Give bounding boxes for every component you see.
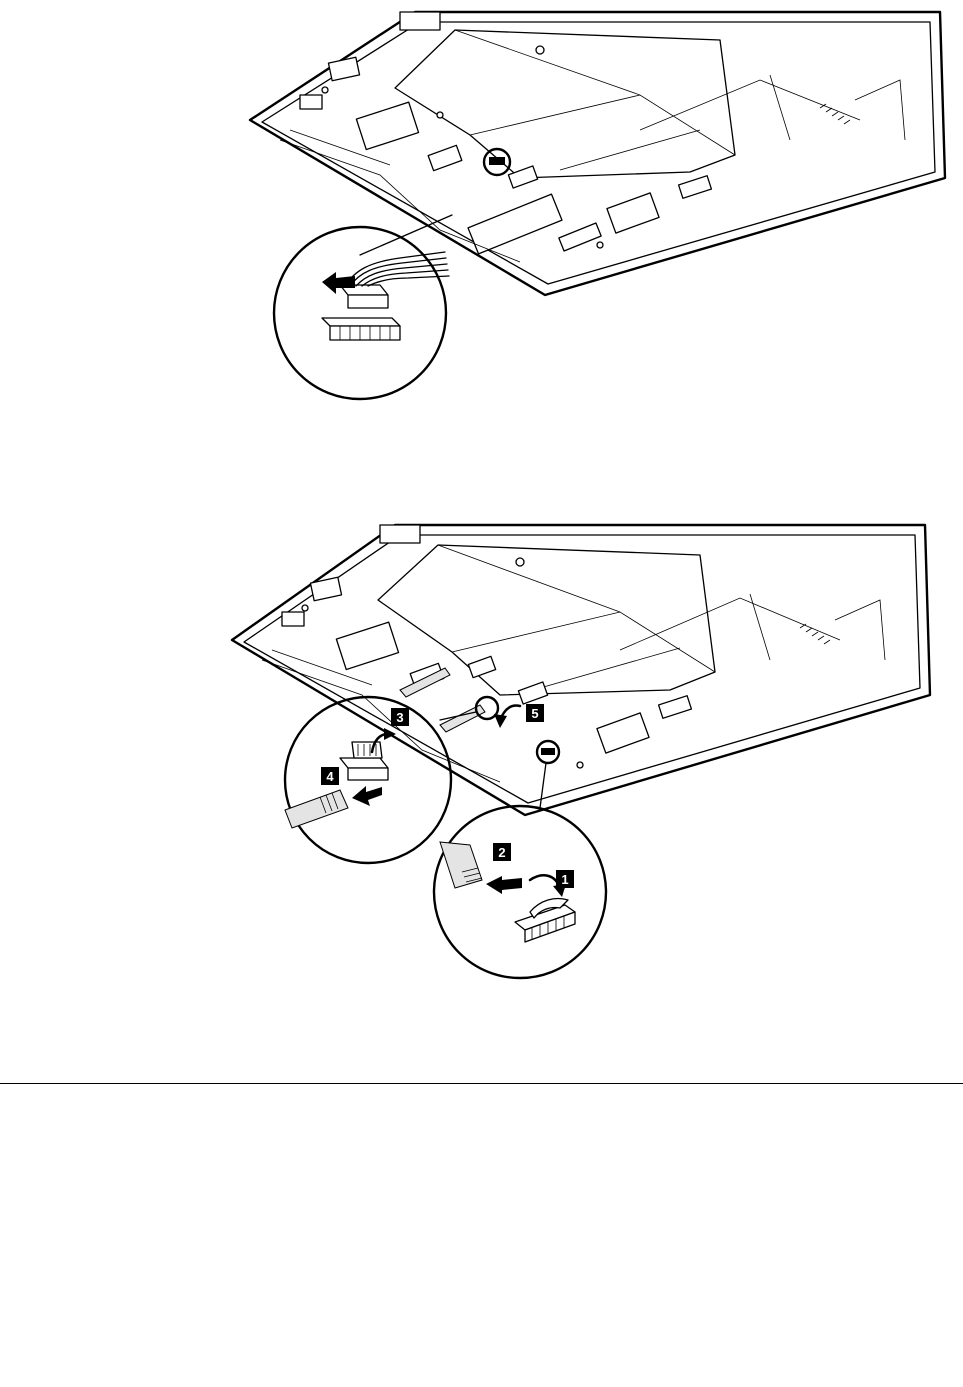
svg-text:4: 4 bbox=[326, 769, 334, 784]
svg-text:1: 1 bbox=[561, 872, 568, 887]
svg-text:3: 3 bbox=[396, 710, 403, 725]
tablet-board-illustration-1 bbox=[250, 12, 945, 295]
zoom-callout-1 bbox=[274, 215, 452, 399]
page-divider bbox=[0, 1083, 963, 1084]
step-label-2: 2 bbox=[493, 843, 511, 861]
step-label-1: 1 bbox=[556, 870, 574, 888]
svg-text:2: 2 bbox=[498, 845, 505, 860]
svg-text:5: 5 bbox=[531, 706, 538, 721]
zoom-callout-2b bbox=[434, 763, 606, 978]
step-label-4: 4 bbox=[321, 767, 339, 785]
step-label-5: 5 bbox=[526, 704, 544, 722]
step-label-3: 3 bbox=[391, 708, 409, 726]
